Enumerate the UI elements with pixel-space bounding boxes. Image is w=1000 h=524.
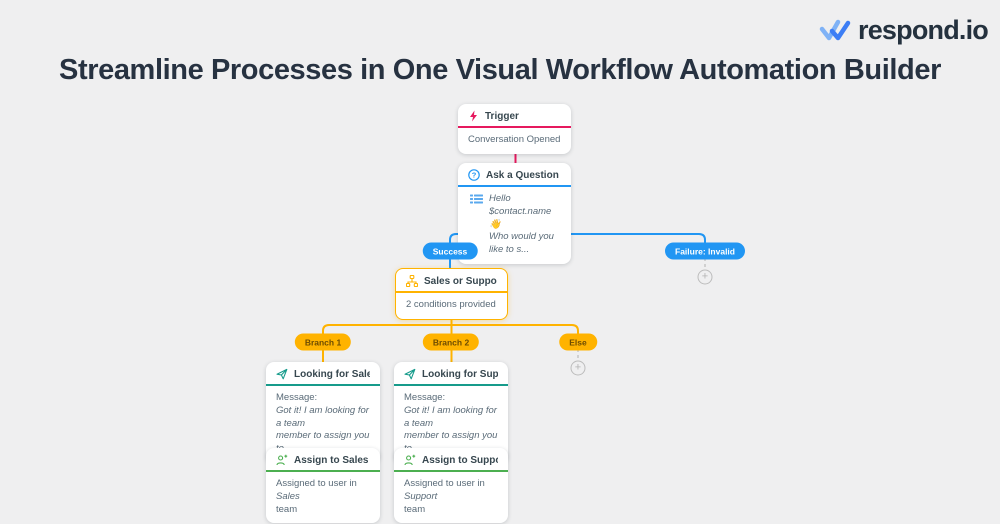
respondio-logo: respond.io [819, 15, 989, 46]
add-step-button[interactable]: + [697, 269, 713, 285]
branch-node-body: 2 conditions provided [406, 299, 496, 310]
support-message-node[interactable]: Looking for Support Age... Message: Got … [394, 362, 508, 464]
question-circle-icon: ? [468, 169, 480, 181]
assign-support-node-body: Assigned to user in Support team [404, 478, 485, 515]
assign-sales-node-title: Assign to Sales Team Le... [294, 454, 370, 466]
divider [394, 384, 508, 386]
assign-sales-node[interactable]: Assign to Sales Team Le... Assigned to u… [266, 448, 380, 524]
sales-message-node-title: Looking for Sales Agent [294, 368, 370, 380]
ask-question-node-title: Ask a Question #1 [486, 169, 561, 181]
branch-node-title: Sales or Support [424, 275, 497, 287]
double-check-icon [819, 18, 853, 44]
list-icon [470, 193, 483, 205]
divider [266, 470, 380, 472]
failure-branch-label: Failure: Invalid [665, 242, 745, 260]
page-title: Streamline Processes in One Visual Workf… [59, 54, 941, 86]
logo-text: respond.io [857, 15, 989, 45]
svg-text:?: ? [472, 171, 477, 180]
divider [396, 291, 507, 293]
assign-support-node-title: Assign to Support Team... [422, 454, 498, 466]
trigger-node-body: Conversation Opened [468, 134, 561, 145]
support-message-node-title: Looking for Support Age... [422, 368, 498, 380]
add-step-button[interactable]: + [570, 360, 586, 376]
send-icon [404, 368, 416, 380]
assign-person-icon [404, 454, 416, 466]
trigger-node-title: Trigger [485, 110, 519, 122]
branch2-label: Branch 2 [422, 333, 480, 351]
branch1-label: Branch 1 [294, 333, 352, 351]
sitemap-icon [406, 275, 418, 287]
divider [458, 126, 571, 128]
assign-sales-node-body: Assigned to user in Sales team [276, 478, 357, 515]
ask-question-node-body: Hello $contact.name 👋 Who would you like… [489, 193, 554, 256]
assign-support-node[interactable]: Assign to Support Team... Assigned to us… [394, 448, 508, 524]
trigger-node[interactable]: Trigger Conversation Opened [458, 104, 571, 154]
send-icon [276, 368, 288, 380]
lightning-icon [468, 110, 479, 122]
sales-message-node[interactable]: Looking for Sales Agent Message: Got it!… [266, 362, 380, 464]
divider [458, 185, 571, 187]
else-branch-label: Else [559, 333, 597, 351]
divider [266, 384, 380, 386]
success-branch-label: Success [422, 242, 478, 260]
divider [394, 470, 508, 472]
branch-node[interactable]: Sales or Support 2 conditions provided [395, 268, 508, 320]
assign-person-icon [276, 454, 288, 466]
